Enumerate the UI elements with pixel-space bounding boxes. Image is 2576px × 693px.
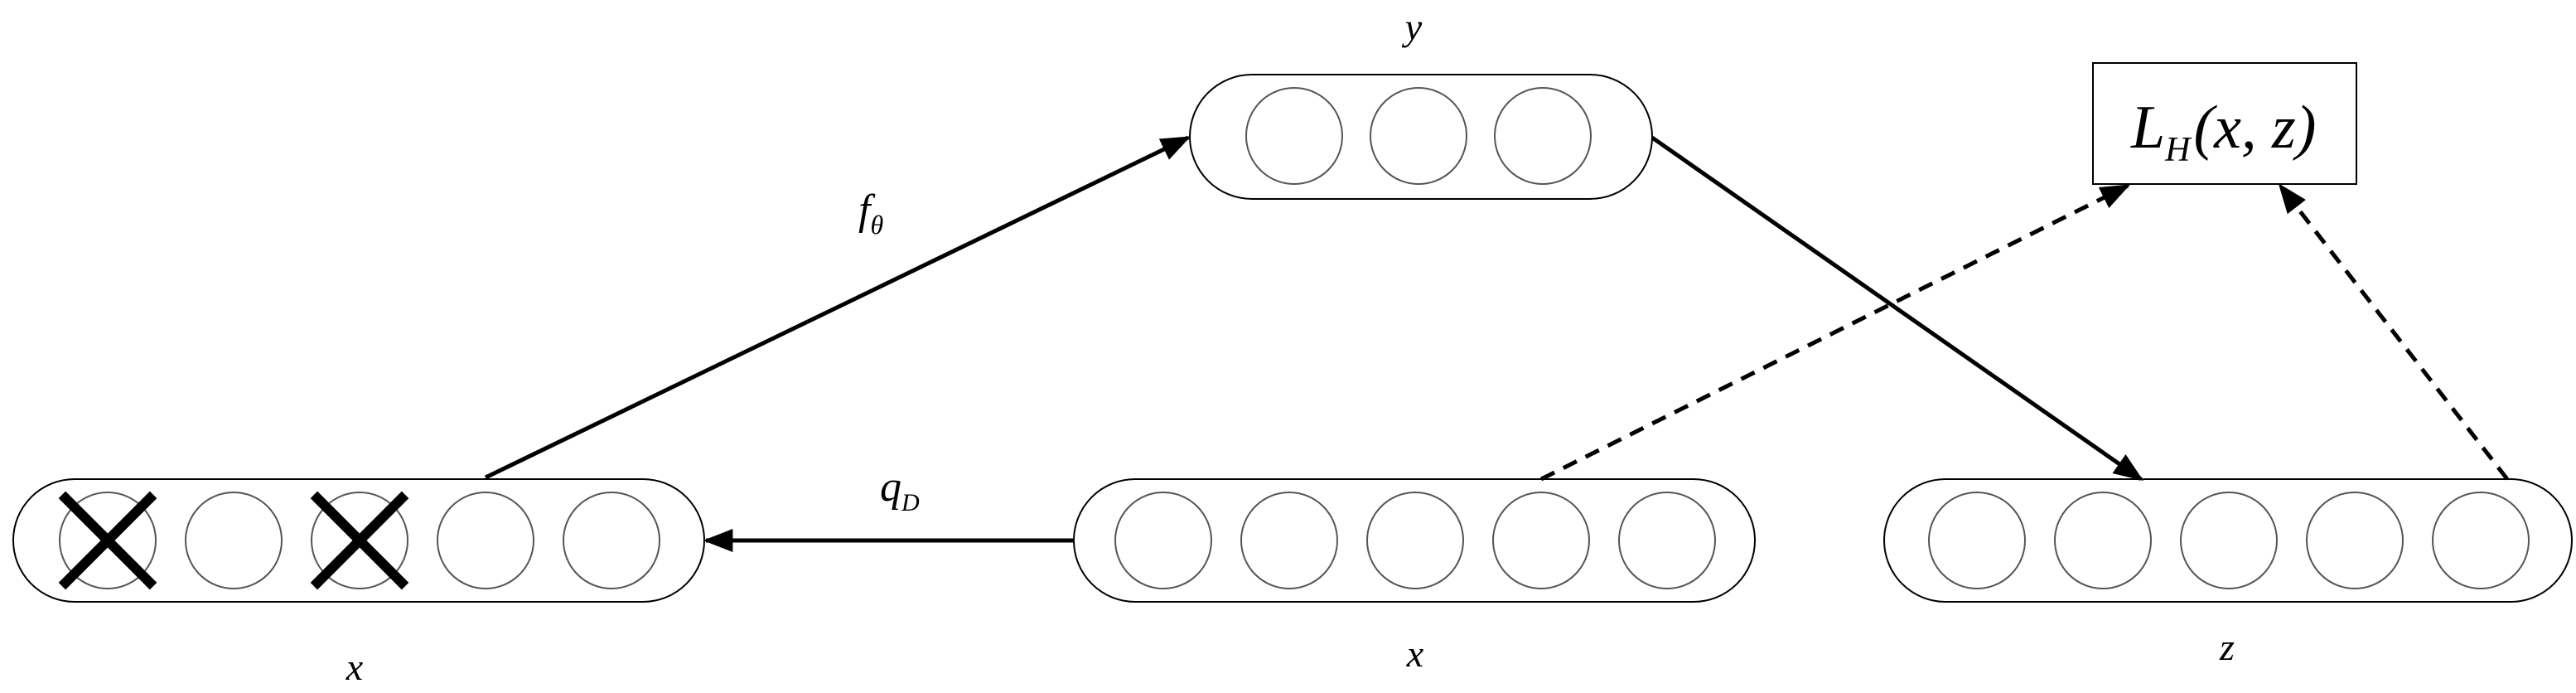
unit-circle xyxy=(2054,492,2152,589)
unit-circle xyxy=(1928,492,2026,589)
loss-arguments: (x, z) xyxy=(2194,94,2317,162)
corruption-subscript: D xyxy=(901,489,920,516)
layer-container xyxy=(1073,478,1756,603)
unit-circle xyxy=(2180,492,2278,589)
layer-container xyxy=(1883,478,2573,603)
loss-subscript: H xyxy=(2164,131,2192,169)
unit-circle xyxy=(1366,492,1464,589)
unit-circle xyxy=(1114,492,1212,589)
unit-circle xyxy=(1370,87,1467,185)
unit-circle xyxy=(59,492,157,589)
loss-box-frame xyxy=(2092,62,2357,185)
unit-circle xyxy=(1245,87,1343,185)
layer-corrupted-x xyxy=(12,478,705,603)
unit-circle xyxy=(1618,492,1716,589)
label-output-z: z xyxy=(2219,626,2235,668)
units-input xyxy=(1114,492,1716,589)
layer-hidden-y xyxy=(1189,74,1653,200)
encoder-arrow xyxy=(484,135,1191,480)
unit-circle xyxy=(185,492,283,589)
units-output xyxy=(1928,492,2530,589)
unit-circle xyxy=(2306,492,2404,589)
layer-container xyxy=(1189,74,1653,200)
unit-circle xyxy=(437,492,534,589)
unit-cross-mark xyxy=(58,491,157,590)
unit-circle xyxy=(311,492,408,589)
label-corruption: qD xyxy=(880,463,920,516)
unit-circle xyxy=(1240,492,1338,589)
encoder-subscript: θ xyxy=(870,210,883,240)
unit-circle xyxy=(1494,87,1592,185)
layer-output-z xyxy=(1883,478,2573,603)
svg-text:LH(x, z): LH(x, z) xyxy=(2130,94,2316,169)
label-encoder: fθ xyxy=(858,187,883,240)
units-corrupted xyxy=(58,491,660,590)
unit-circle xyxy=(2432,492,2530,589)
corruption-symbol: q xyxy=(880,463,901,511)
units-hidden xyxy=(1245,87,1592,185)
label-input-x: x xyxy=(1406,632,1424,675)
unit-cross-mark xyxy=(310,491,409,590)
loss-input-dashed-arrow xyxy=(1539,183,2131,482)
label-hidden-y: y xyxy=(1402,6,1423,48)
loss-box: LH(x, z) xyxy=(2092,62,2357,185)
label-corrupted-x: x xyxy=(346,646,364,688)
loss-output-dashed-arrow xyxy=(2278,183,2509,481)
decoder-arrow xyxy=(1650,135,2143,482)
unit-circle xyxy=(1492,492,1590,589)
layer-input-x xyxy=(1073,478,1756,603)
loss-symbol: L xyxy=(2130,94,2165,162)
unit-circle xyxy=(563,492,660,589)
